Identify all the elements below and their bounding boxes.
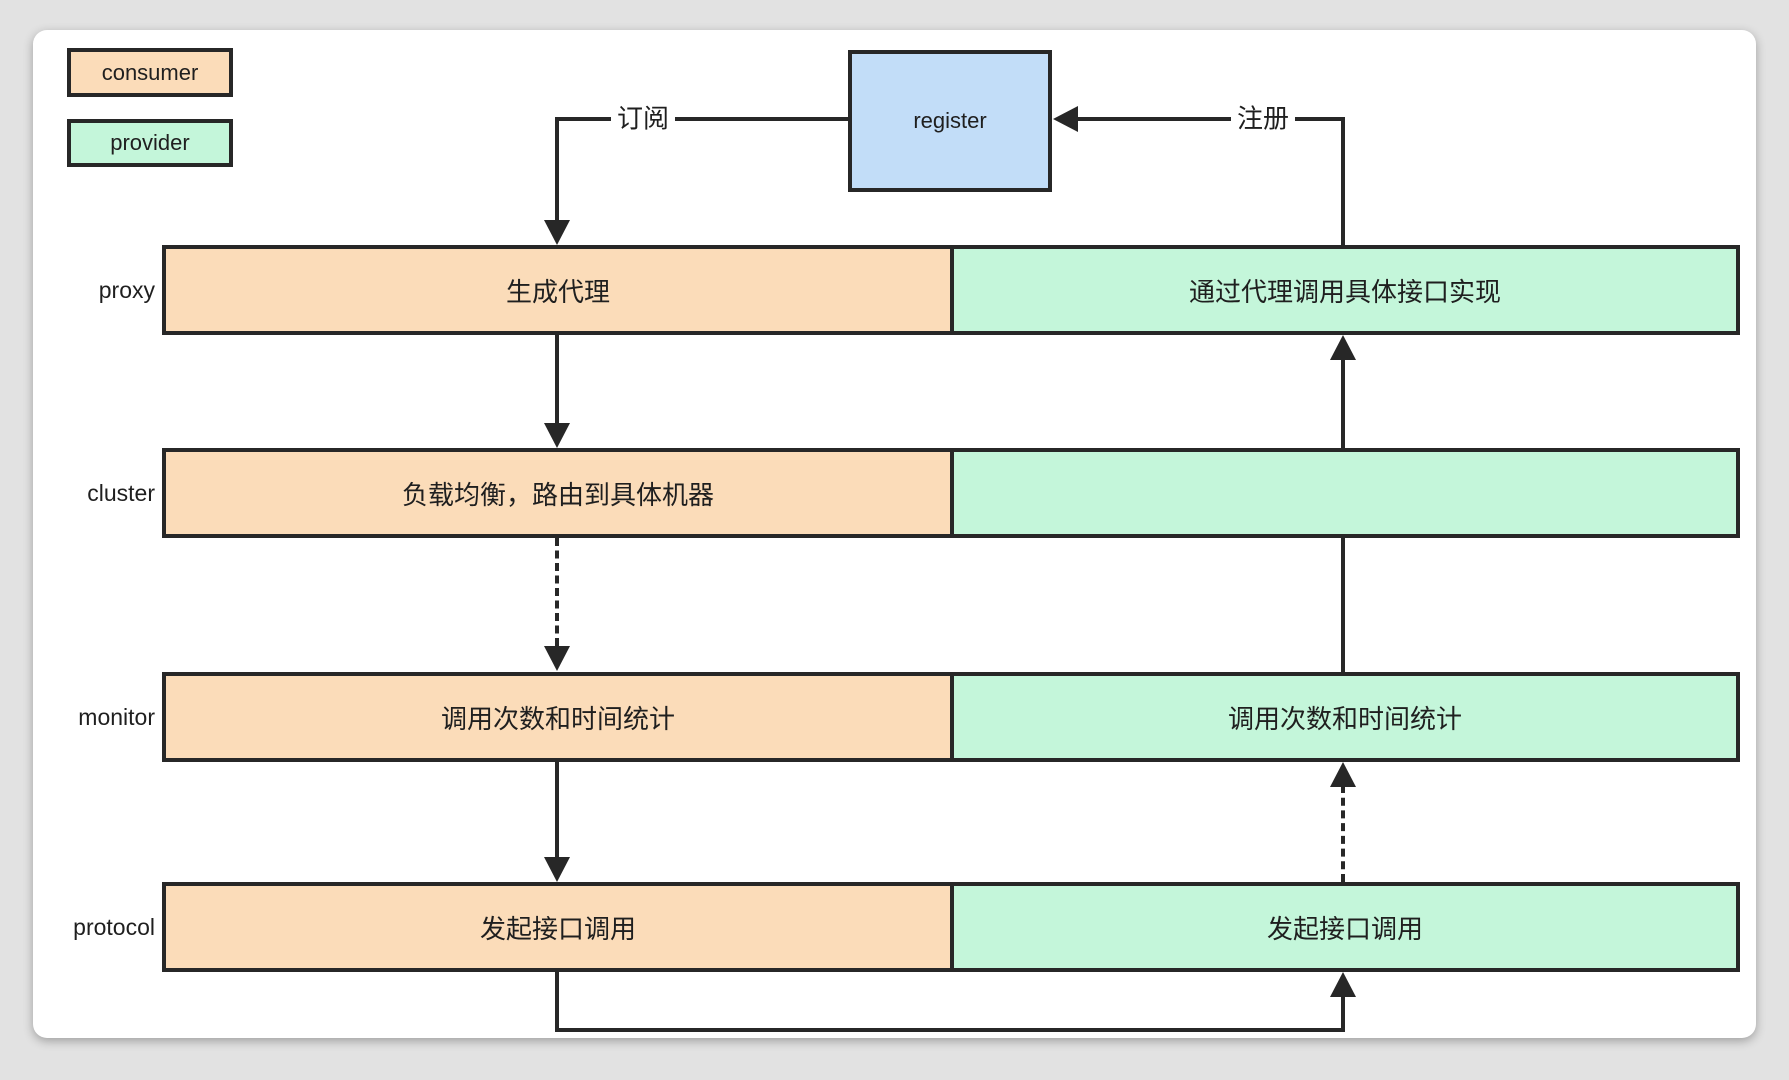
legend-provider-box: provider bbox=[67, 119, 233, 167]
register-line-vertical bbox=[1341, 117, 1345, 245]
subscribe-line-vertical bbox=[555, 117, 559, 222]
proxy-consumer-text: 生成代理 bbox=[505, 276, 610, 307]
monitor-provider-cell: 调用次数和时间统计 bbox=[950, 672, 1740, 762]
protocol-to-monitor-dotted-line bbox=[1341, 785, 1345, 882]
row-label-protocol: protocol bbox=[73, 914, 155, 940]
cluster-provider-cell bbox=[950, 448, 1740, 538]
bottom-path-right-vertical bbox=[1341, 995, 1345, 1032]
register-label: register bbox=[913, 108, 987, 133]
proxy-consumer-cell: 生成代理 bbox=[162, 245, 950, 335]
arrowhead-up-icon bbox=[1330, 335, 1356, 360]
cluster-consumer-text: 负载均衡，路由到具体机器 bbox=[401, 479, 714, 510]
monitor-provider-text: 调用次数和时间统计 bbox=[1227, 703, 1462, 734]
arrowhead-down-icon bbox=[544, 423, 570, 448]
row-label-cluster: cluster bbox=[87, 480, 155, 506]
cluster-consumer-cell: 负载均衡，路由到具体机器 bbox=[162, 448, 950, 538]
row-label-proxy: proxy bbox=[98, 277, 155, 303]
arrowhead-up-icon bbox=[1330, 762, 1356, 787]
monitor-consumer-cell: 调用次数和时间统计 bbox=[162, 672, 950, 762]
arrowhead-left-icon bbox=[1053, 106, 1078, 132]
bottom-path-left-vertical bbox=[555, 972, 559, 1032]
cluster-to-monitor-dotted-line bbox=[555, 538, 559, 646]
monitor-consumer-text: 调用次数和时间统计 bbox=[440, 703, 675, 734]
register-line-horizontal bbox=[1076, 117, 1345, 121]
subscribe-edge-label: 订阅 bbox=[610, 102, 676, 136]
subscribe-line-horizontal bbox=[555, 117, 848, 121]
legend-consumer-label: consumer bbox=[101, 59, 199, 85]
arrowhead-down-icon bbox=[544, 220, 570, 245]
monitor-to-protocol-line bbox=[555, 762, 559, 858]
protocol-provider-text: 发起接口调用 bbox=[1266, 913, 1423, 944]
legend-provider-label: provider bbox=[110, 130, 190, 155]
protocol-provider-cell: 发起接口调用 bbox=[950, 882, 1740, 972]
row-label-monitor: monitor bbox=[78, 704, 155, 730]
arrowhead-down-icon bbox=[544, 646, 570, 671]
register-node: register bbox=[848, 50, 1052, 192]
arrowhead-down-icon bbox=[544, 857, 570, 882]
arrowhead-up-icon bbox=[1330, 972, 1356, 997]
register-edge-label: 注册 bbox=[1230, 102, 1296, 136]
legend-consumer-box: consumer bbox=[67, 48, 233, 97]
protocol-consumer-cell: 发起接口调用 bbox=[162, 882, 950, 972]
proxy-to-cluster-line bbox=[555, 335, 559, 423]
proxy-provider-cell: 通过代理调用具体接口实现 bbox=[950, 245, 1740, 335]
bottom-path-horizontal bbox=[555, 1028, 1345, 1032]
proxy-provider-text: 通过代理调用具体接口实现 bbox=[1188, 276, 1501, 307]
protocol-consumer-text: 发起接口调用 bbox=[479, 913, 636, 944]
